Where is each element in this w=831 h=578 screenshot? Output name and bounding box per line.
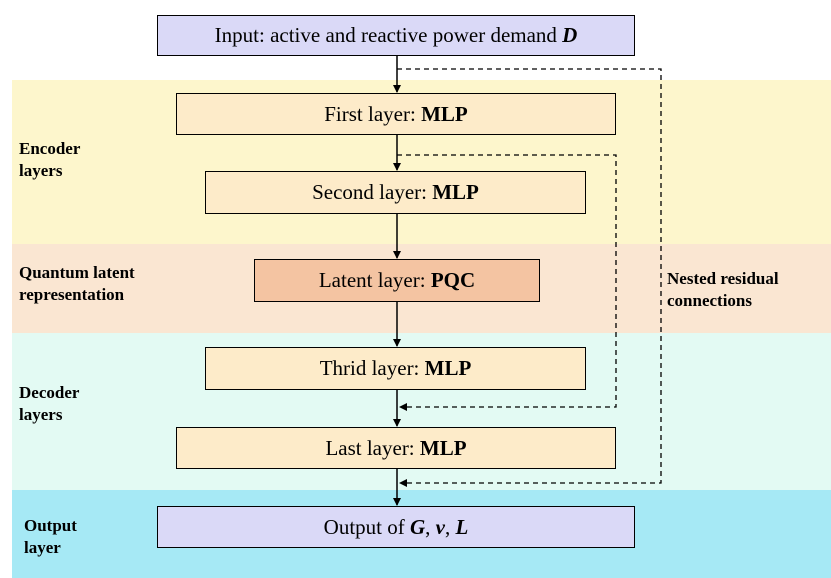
output-symbol-l: L [455, 514, 469, 539]
second-layer-box: Second layer: MLP [205, 171, 586, 214]
decoder-label-line1: Decoder [19, 383, 80, 402]
residual-inner [397, 154, 617, 408]
third-layer-text: Thrid layer: [319, 356, 425, 380]
first-layer-type: MLP [421, 101, 468, 126]
last-layer-text: Last layer: [325, 435, 420, 460]
latent-label: Quantum latent representation [19, 262, 135, 306]
output-label: Output layer [24, 515, 77, 559]
latent-layer-box: Latent layer: PQC [254, 259, 540, 302]
output-box: Output of G , v , L [157, 506, 635, 548]
last-layer-box: Last layer: MLP [176, 427, 616, 469]
encoder-label-line1: Encoder [19, 139, 81, 158]
latent-label-line1: Quantum latent [19, 263, 135, 282]
encoder-label: Encoder layers [19, 138, 80, 182]
output-label-line2: layer [24, 538, 61, 557]
output-sep-2: , [445, 514, 456, 539]
residual-label-line1: Nested residual [667, 269, 779, 288]
latent-layer-type: PQC [430, 268, 476, 292]
residual-outer [397, 68, 662, 484]
residual-inner-head [399, 403, 407, 411]
last-layer-type: MLP [419, 435, 467, 460]
latent-label-line2: representation [19, 285, 125, 304]
input-box: Input: active and reactive power demand … [157, 15, 635, 56]
first-layer-text: First layer: [324, 101, 422, 126]
residual-label-line2: connections [667, 291, 752, 310]
input-text: Input: active and reactive power demand [214, 23, 563, 47]
second-layer-text: Second layer: [312, 180, 433, 204]
latent-layer-text: Latent layer: [318, 268, 431, 292]
demand-symbol: D [562, 23, 578, 47]
output-symbol-g: G [410, 514, 426, 539]
third-layer-type: MLP [424, 356, 472, 380]
output-sep-1: , [425, 514, 436, 539]
first-layer-box: First layer: MLP [176, 93, 616, 135]
residual-label: Nested residual connections [667, 268, 779, 312]
encoder-label-line2: layers [19, 161, 63, 180]
output-text: Output of [323, 514, 410, 539]
output-label-line1: Output [24, 516, 77, 535]
residual-outer-head [399, 479, 407, 487]
third-layer-box: Thrid layer: MLP [205, 347, 586, 390]
output-symbol-v: v [435, 514, 445, 539]
decoder-label: Decoder layers [19, 382, 79, 426]
second-layer-type: MLP [432, 180, 479, 204]
decoder-label-line2: layers [19, 405, 63, 424]
